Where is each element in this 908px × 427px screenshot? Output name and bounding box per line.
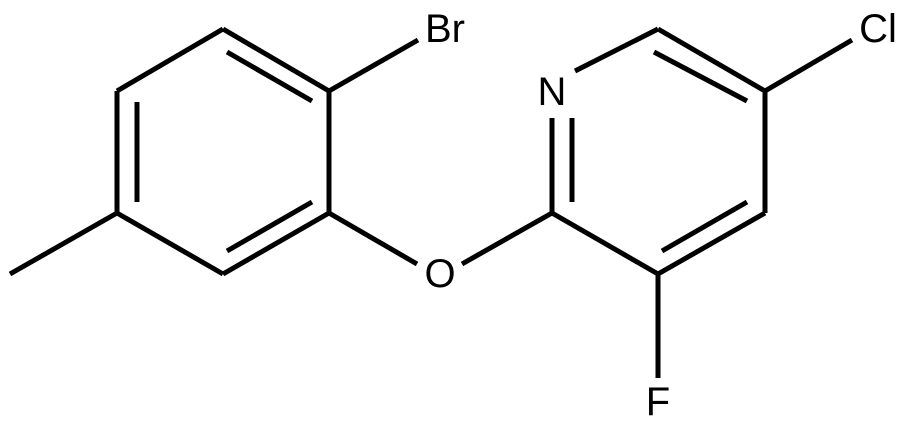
bond-methyl [8,210,119,277]
bond-ring2-c4-c3 [656,210,767,277]
bond-o-c-right [460,210,554,267]
bond-c-cl [763,37,854,94]
bond-ring1-top-inner [225,49,314,104]
bonds [8,26,854,378]
atom-label-cl: Cl [859,7,897,51]
atom-label-br: Br [425,7,465,51]
bond-ring2-c4-c3-inner [660,199,749,254]
atom-label-o: O [424,252,455,296]
bond-ring2-c6-c5-inner [652,49,749,104]
atom-labels: Br N Cl O F [424,7,896,424]
bond-ring1-lower-left [115,210,225,277]
bond-c-o-left [327,210,419,267]
bond-c-br [327,37,420,94]
bond-ring1-top [221,26,331,94]
bond-ring2-c6-c5 [656,26,767,94]
bond-ring2-c3-c2 [550,210,660,277]
atom-label-n: N [538,70,567,114]
bond-ring2-n-c6 [573,26,660,74]
bond-ring1-bottom [221,210,331,277]
bond-ring1-bottom-inner [225,199,314,254]
atom-label-f: F [646,380,670,424]
bond-ring1-upper-left [115,26,225,94]
